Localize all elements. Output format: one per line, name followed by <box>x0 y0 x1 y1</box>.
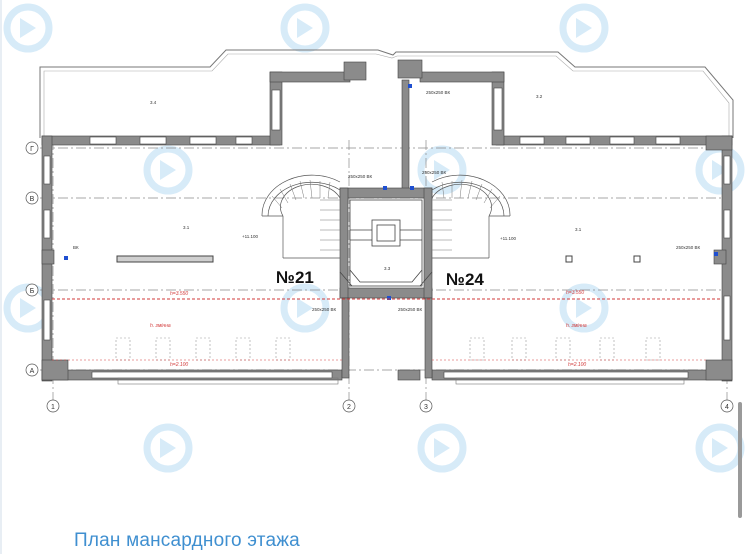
stair-treads <box>271 179 501 251</box>
vent-label-stair-right: 250x250 ВК <box>422 170 447 175</box>
axis-label-2: 2 <box>347 404 351 411</box>
roof-outline <box>39 49 734 138</box>
axis-label-4: 4 <box>725 404 729 411</box>
level-label-left: +11.100 <box>242 234 259 239</box>
height-label-left: h=3.550 <box>170 291 188 297</box>
vent-label-bottom-left: 250x250 ВК <box>312 307 337 312</box>
spiral-stairs <box>261 174 511 259</box>
axis-label-b: Б <box>30 288 35 295</box>
height2-label-left: h=2.100 <box>170 362 188 368</box>
page-edge <box>0 0 2 554</box>
height2-label-right: h=2.100 <box>568 362 586 368</box>
watermark-icons <box>7 7 741 469</box>
columns <box>116 255 641 263</box>
windows <box>43 87 731 379</box>
room-label-left: 3.1 <box>183 225 190 230</box>
room-label-right: 3.1 <box>575 227 582 232</box>
axis-bubbles <box>25 141 734 413</box>
skylights <box>115 337 661 361</box>
axis-label-v: В <box>30 196 35 203</box>
plan-caption: План мансардного этажа <box>74 530 300 551</box>
vent-label-top: 250x250 ВК <box>426 90 451 95</box>
axis-label-g: Г <box>30 146 34 153</box>
axis-label-a: А <box>30 368 35 375</box>
scrollbar-thumb[interactable] <box>738 402 742 518</box>
stair-core <box>349 199 423 287</box>
height-var-left: h. змінна <box>150 323 171 329</box>
unit-label-24: №24 <box>446 270 484 289</box>
vk-label-left: ВК <box>73 245 79 250</box>
terrace-label-left: 3.4 <box>150 100 157 105</box>
room-label-center: 3.3 <box>384 266 391 271</box>
walls <box>41 59 733 382</box>
vent-label-stair-left: 250x250 ВК <box>348 174 373 179</box>
unit-label-21: №21 <box>276 268 314 287</box>
height-var-right: h. змінна <box>566 323 587 329</box>
vent-label-bottom-right: 250x250 ВК <box>398 307 423 312</box>
axis-label-3: 3 <box>424 404 428 411</box>
height-label-right: h=3.550 <box>566 290 584 296</box>
terrace-label-right: 3.2 <box>536 94 543 99</box>
vent-markers <box>64 84 718 300</box>
axis-label-1: 1 <box>51 404 55 411</box>
vent-label-right: 250x250 ВК <box>676 245 701 250</box>
doors <box>339 271 433 287</box>
level-label-right: +11.100 <box>500 236 517 241</box>
